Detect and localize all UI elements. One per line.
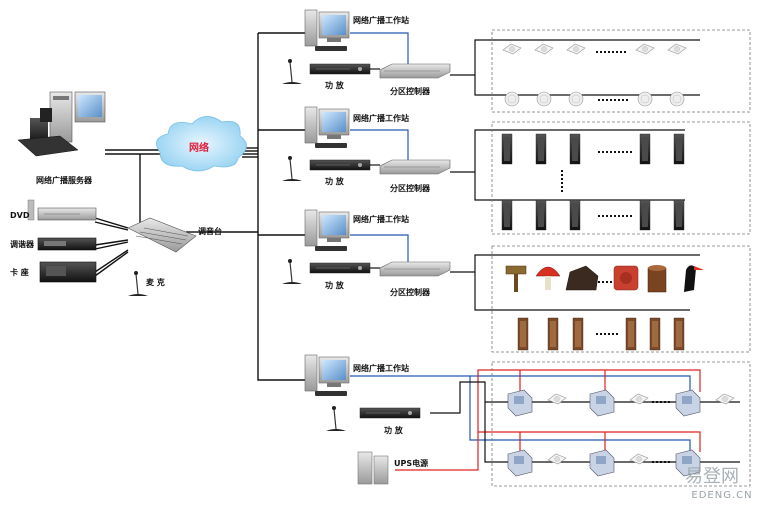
- dvd-label: DVD: [10, 211, 30, 220]
- amp-4: [359, 407, 421, 419]
- round-speaker: [504, 91, 520, 107]
- column-speaker: [639, 133, 651, 165]
- wood-column-speaker: [649, 317, 661, 351]
- workstation-4-label: 网络广播工作站: [353, 363, 409, 373]
- zone3-wood-columns: [517, 317, 685, 351]
- garden-speaker-stump: [647, 265, 667, 293]
- tuner-label: 调谐器: [10, 239, 35, 249]
- server-computer: [17, 91, 106, 157]
- ceiling-speaker: [667, 43, 687, 55]
- zone-wiring: [350, 32, 700, 311]
- column-speaker: [501, 199, 513, 231]
- terminal-panel: [589, 449, 615, 477]
- terminal-panel: [675, 389, 701, 417]
- garden-speaker-sign: [505, 265, 527, 292]
- round-speaker: [536, 91, 552, 107]
- amp-1-label: 功 放: [325, 80, 345, 90]
- zone-controller-2: [379, 159, 451, 175]
- zone2-column-speakers-top: [501, 133, 685, 165]
- workstation-3-label: 网络广播工作站: [353, 214, 409, 224]
- server-label: 网络广播服务器: [36, 175, 93, 185]
- column-speaker: [535, 199, 547, 231]
- mic-4: [325, 405, 347, 432]
- wood-column-speaker: [673, 317, 685, 351]
- ceiling-speaker: [534, 43, 554, 55]
- network-cloud: [156, 116, 247, 172]
- watermark-url: EDENG.CN: [691, 490, 752, 501]
- workstation-1-label: 网络广播工作站: [353, 15, 409, 25]
- zone4-terminals-bottom: [507, 449, 701, 477]
- ceiling-speaker: [566, 43, 586, 55]
- mic-1: [281, 58, 303, 85]
- amp-2-label: 功 放: [325, 176, 345, 186]
- ups-label: UPS电源: [394, 458, 428, 468]
- tape-deck: [39, 261, 97, 283]
- watermark-logo: 易登网: [685, 466, 739, 487]
- terminal-panel: [589, 389, 615, 417]
- mic-2: [281, 155, 303, 182]
- garden-speaker-stone: [613, 265, 639, 291]
- zone4-terminals-top: [507, 389, 735, 417]
- column-speaker: [501, 133, 513, 165]
- column-speaker: [673, 133, 685, 165]
- mixer-mic: [127, 270, 149, 297]
- amp-1: [309, 63, 371, 75]
- mixer-label: 调音台: [198, 226, 222, 236]
- amp-3-label: 功 放: [325, 280, 345, 290]
- zone3-garden-speakers: [505, 265, 704, 293]
- round-speaker: [568, 91, 584, 107]
- ceiling-speaker: [635, 43, 655, 55]
- column-speaker: [639, 199, 651, 231]
- garden-speaker-mushroom: [535, 266, 561, 290]
- zone1-ceiling-speakers: [502, 43, 687, 55]
- column-speaker: [569, 199, 581, 231]
- column-speaker: [673, 199, 685, 231]
- workstation-3: [304, 209, 350, 252]
- tape-deck-label: 卡 座: [10, 267, 29, 277]
- amp-2: [309, 159, 371, 171]
- wood-column-speaker: [572, 317, 584, 351]
- workstation-2-label: 网络广播工作站: [353, 113, 409, 123]
- garden-speaker-rock: [565, 265, 599, 291]
- mic-3: [281, 258, 303, 285]
- wood-column-speaker: [547, 317, 559, 351]
- zone-controller-2-label: 分区控制器: [390, 183, 431, 193]
- amp-4-label: 功 放: [384, 425, 404, 435]
- tuner: [37, 237, 97, 251]
- dvd-player: [27, 199, 97, 221]
- network-label: 网络: [189, 141, 209, 154]
- wood-column-speaker: [625, 317, 637, 351]
- workstation-1: [304, 9, 350, 52]
- zone1-round-speakers: [504, 91, 685, 107]
- mixer-mic-label: 麦 克: [146, 277, 165, 287]
- wood-column-speaker: [517, 317, 529, 351]
- zone-controller-1-label: 分区控制器: [390, 86, 431, 96]
- zone2-column-speakers-bottom: [501, 199, 685, 231]
- garden-speaker-bird: [684, 265, 704, 292]
- zone-controller-3: [379, 261, 451, 277]
- amp-3: [309, 262, 371, 274]
- ceiling-speaker: [502, 43, 522, 55]
- column-speaker: [535, 133, 547, 165]
- mixer: [127, 217, 197, 253]
- round-speaker: [669, 91, 685, 107]
- zone-controller-1: [379, 63, 451, 79]
- workstation-4: [304, 354, 350, 397]
- network-links: [94, 32, 305, 381]
- terminal-panel: [507, 389, 533, 417]
- zone-boxes: [491, 29, 751, 487]
- workstation-2: [304, 106, 350, 149]
- terminal-panel: [507, 449, 533, 477]
- ups-power: [357, 451, 389, 485]
- zone-controller-3-label: 分区控制器: [390, 287, 431, 297]
- column-speaker: [569, 133, 581, 165]
- round-speaker: [637, 91, 653, 107]
